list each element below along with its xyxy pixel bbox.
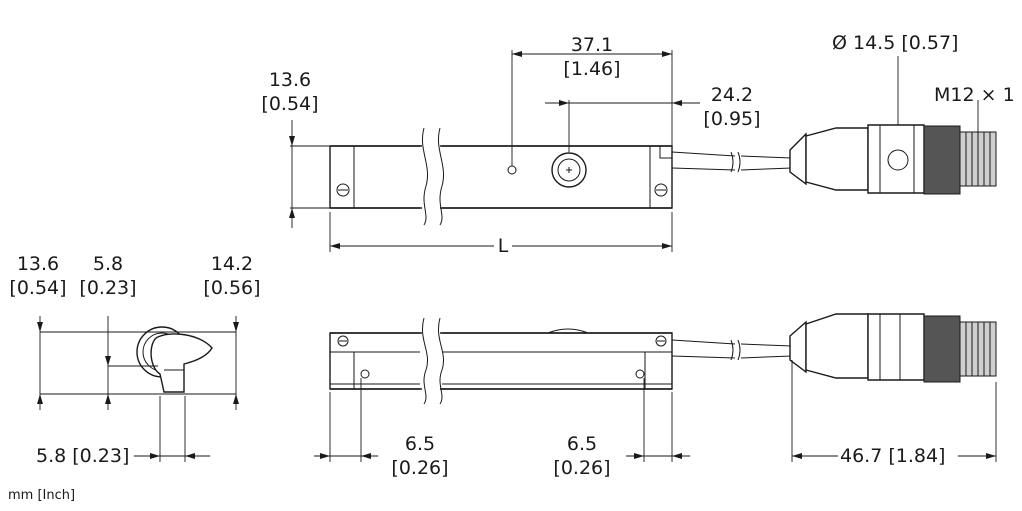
end-view <box>136 326 213 393</box>
dim-end-width-mm: 14.2 <box>210 253 254 275</box>
dim-thread: M12 × 1 <box>934 84 1015 106</box>
top-dimension-lines <box>289 50 979 252</box>
dim-37-1-mm: 37.1 <box>570 34 614 56</box>
top-view-sensor <box>329 127 673 228</box>
dim-hole-left-inch: [0.26] <box>391 457 449 479</box>
dim-hole-left-mm: 6.5 <box>404 433 436 455</box>
dim-top-height-mm: 13.6 <box>268 69 312 91</box>
dim-connector-length: 46.7 [1.84] <box>840 445 946 467</box>
dim-end-width-inch: [0.56] <box>203 277 261 299</box>
dim-24-2-inch: [0.95] <box>703 108 761 130</box>
dim-top-height-inch: [0.54] <box>261 93 319 115</box>
dim-hole-right-mm: 6.5 <box>566 433 598 455</box>
dim-end-height-inch: [0.54] <box>9 277 67 299</box>
dim-24-2-mm: 24.2 <box>710 84 754 106</box>
side-cable-connector <box>671 313 997 383</box>
dim-end-mid-mm: 5.8 <box>92 253 124 275</box>
dim-length: L <box>494 235 512 257</box>
side-view-sensor <box>329 317 673 405</box>
end-dimension-lines <box>37 316 239 462</box>
dim-end-mid-inch: [0.23] <box>79 277 137 299</box>
dim-end-bottom: 5.8 [0.23] <box>36 445 130 467</box>
dim-diameter: Ø 14.5 [0.57] <box>832 32 959 54</box>
side-dimension-lines <box>314 360 997 462</box>
dim-37-1-inch: [1.46] <box>563 58 621 80</box>
top-cable <box>659 145 793 173</box>
dim-end-height-mm: 13.6 <box>16 253 60 275</box>
top-connector <box>789 124 997 195</box>
units-note: mm [Inch] <box>8 488 76 503</box>
dim-hole-right-inch: [0.26] <box>553 457 611 479</box>
